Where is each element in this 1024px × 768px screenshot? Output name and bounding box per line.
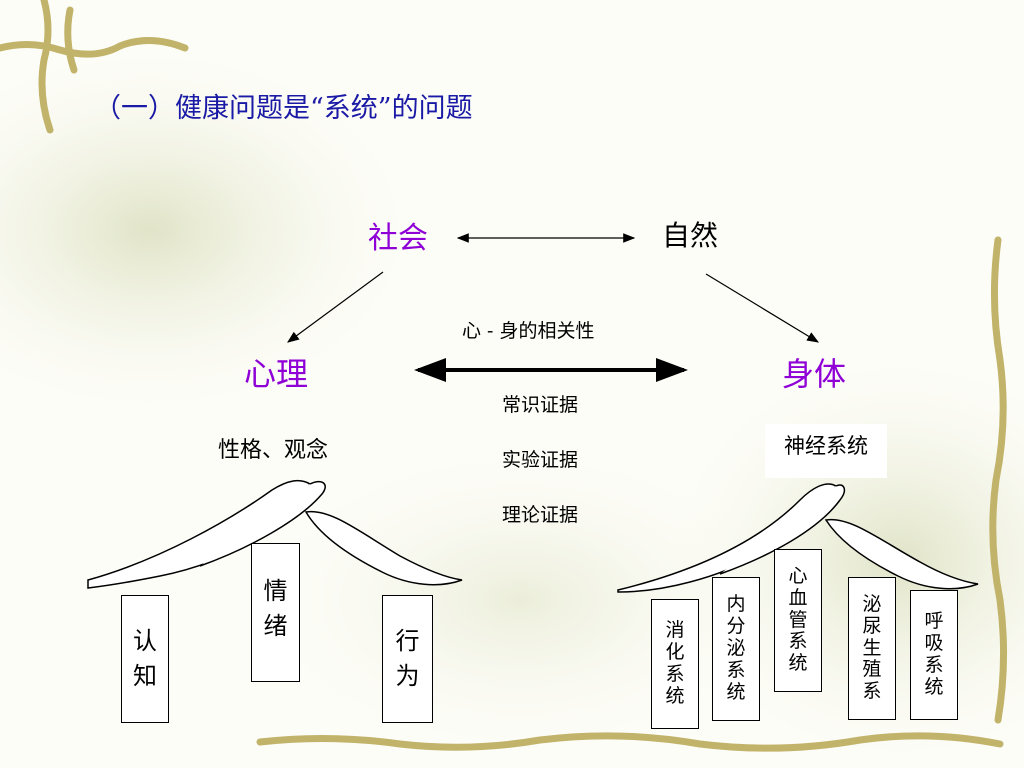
pillar-urogenital-system: 泌 尿 生 殖 系: [848, 577, 896, 720]
node-body: 身体: [782, 355, 847, 393]
body-header-neural-system: 神经系统: [765, 424, 887, 478]
pillar-char: 消: [665, 619, 685, 642]
pillar-endocrine-system: 内 分 泌 系 统: [712, 577, 760, 721]
pillar-char: 系: [788, 630, 808, 653]
pillar-char: 行: [395, 627, 420, 656]
pillar-char: 内: [726, 593, 746, 616]
pillar-char: 吸: [924, 632, 944, 655]
psychology-header: 性格、观念: [218, 438, 329, 463]
vine-top-left: [0, 0, 189, 134]
pillar-char: 生: [862, 636, 882, 659]
pillar-behavior: 行 为: [382, 595, 433, 723]
pillar-char: 统: [924, 675, 944, 698]
pillar-char: 知: [133, 662, 157, 690]
pillar-cardiovascular-system: 心 血 管 系 统: [774, 549, 822, 692]
pillar-char: 情: [263, 577, 288, 605]
evidence-experimental: 实验证据: [502, 449, 579, 471]
pillar-char: 系: [924, 654, 944, 676]
pillar-char: 殖: [862, 658, 882, 681]
node-nature: 自然: [662, 219, 719, 252]
pillar-char: 为: [395, 662, 420, 690]
pillar-char: 系: [726, 658, 746, 681]
evidence-common: 常识证据: [502, 394, 579, 416]
leaf-shadow-left: [0, 50, 410, 410]
pillar-char: 统: [726, 680, 746, 703]
pillar-char: 化: [665, 641, 685, 664]
arrow-nature-body: [705, 273, 820, 343]
pillar-cognition: 认 知: [121, 595, 169, 723]
pillar-char: 尿: [862, 614, 882, 637]
pillar-char: 泌: [726, 637, 746, 660]
pillar-char: 呼: [924, 610, 944, 633]
pillar-char: 心: [788, 564, 808, 587]
pillar-char: 统: [665, 684, 685, 707]
node-psychology: 心理: [244, 355, 309, 393]
pillar-char: 泌: [862, 592, 882, 615]
node-society: 社会: [368, 221, 428, 256]
roof-body: [617, 483, 979, 593]
evidence-theoretical: 理论证据: [502, 504, 579, 526]
pillar-char: 绪: [263, 611, 288, 640]
arrow-society-psychology: [287, 271, 384, 343]
pillar-char: 管: [788, 608, 808, 631]
link-label: 心 - 身的相关性: [462, 320, 595, 342]
vine-right: [989, 236, 1008, 724]
pillar-digestive-system: 消 化 系 统: [651, 599, 699, 729]
pillar-char: 统: [788, 652, 808, 675]
pillar-char: 血: [788, 586, 808, 609]
pillar-char: 系: [862, 680, 882, 703]
pillar-respiratory-system: 呼 吸 系 统: [910, 590, 958, 720]
page-title: （一）健康问题是“系统”的问题: [94, 93, 473, 124]
pillar-char: 分: [726, 615, 746, 638]
pillar-char: 认: [133, 627, 157, 656]
pillar-emotion: 情 绪: [251, 543, 300, 682]
vine-bottom: [256, 732, 1004, 752]
roof-psychology: [87, 479, 463, 589]
pillar-char: 系: [665, 663, 685, 685]
